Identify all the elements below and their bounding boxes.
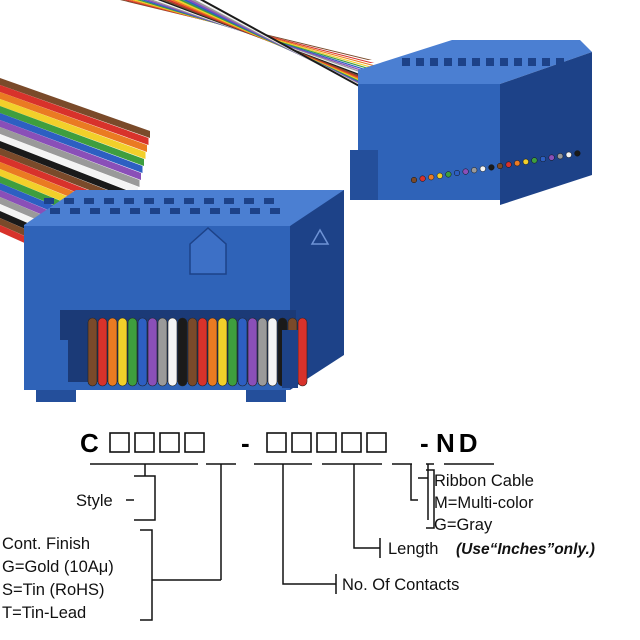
finish-tin: S=Tin (RoHS) bbox=[2, 581, 105, 599]
leader-lines bbox=[90, 463, 494, 621]
cable-gray: G=Gray bbox=[434, 516, 493, 534]
part-number-dash-2: - bbox=[420, 428, 429, 458]
part-number-box bbox=[159, 432, 180, 453]
style-label: Style bbox=[76, 492, 113, 510]
product-illustration bbox=[0, 0, 592, 402]
part-number-box bbox=[366, 432, 387, 453]
part-number-prefix: C bbox=[80, 428, 99, 458]
part-number-box bbox=[341, 432, 362, 453]
finish-tinlead: T=Tin-Lead bbox=[2, 604, 86, 622]
part-number-suffix: ND bbox=[436, 428, 482, 458]
finish-title: Cont. Finish bbox=[2, 535, 90, 553]
cable-multicolor: M=Multi-color bbox=[434, 494, 534, 512]
part-number-box bbox=[316, 432, 337, 453]
callouts: Style Cont. Finish G=Gold (10Aμ) S=Tin (… bbox=[2, 472, 595, 622]
part-number-box bbox=[109, 432, 130, 453]
part-number-box bbox=[184, 432, 205, 453]
part-number-dash-1: - bbox=[241, 428, 250, 458]
ribbon-cable-rear bbox=[120, 0, 416, 116]
connector-rear bbox=[350, 40, 592, 205]
contacts-label: No. Of Contacts bbox=[342, 576, 459, 594]
part-number: C - - ND bbox=[80, 428, 482, 458]
connector-front bbox=[24, 190, 344, 402]
part-number-boxes-group-1 bbox=[109, 432, 205, 453]
finish-gold: G=Gold (10Aμ) bbox=[2, 558, 114, 576]
cable-title: Ribbon Cable bbox=[434, 472, 534, 490]
length-note: (Use“Inches”only.) bbox=[456, 541, 595, 558]
part-number-boxes-group-2 bbox=[266, 432, 387, 453]
part-number-box bbox=[291, 432, 312, 453]
part-number-box bbox=[266, 432, 287, 453]
length-label: Length bbox=[388, 540, 438, 558]
part-number-box bbox=[134, 432, 155, 453]
